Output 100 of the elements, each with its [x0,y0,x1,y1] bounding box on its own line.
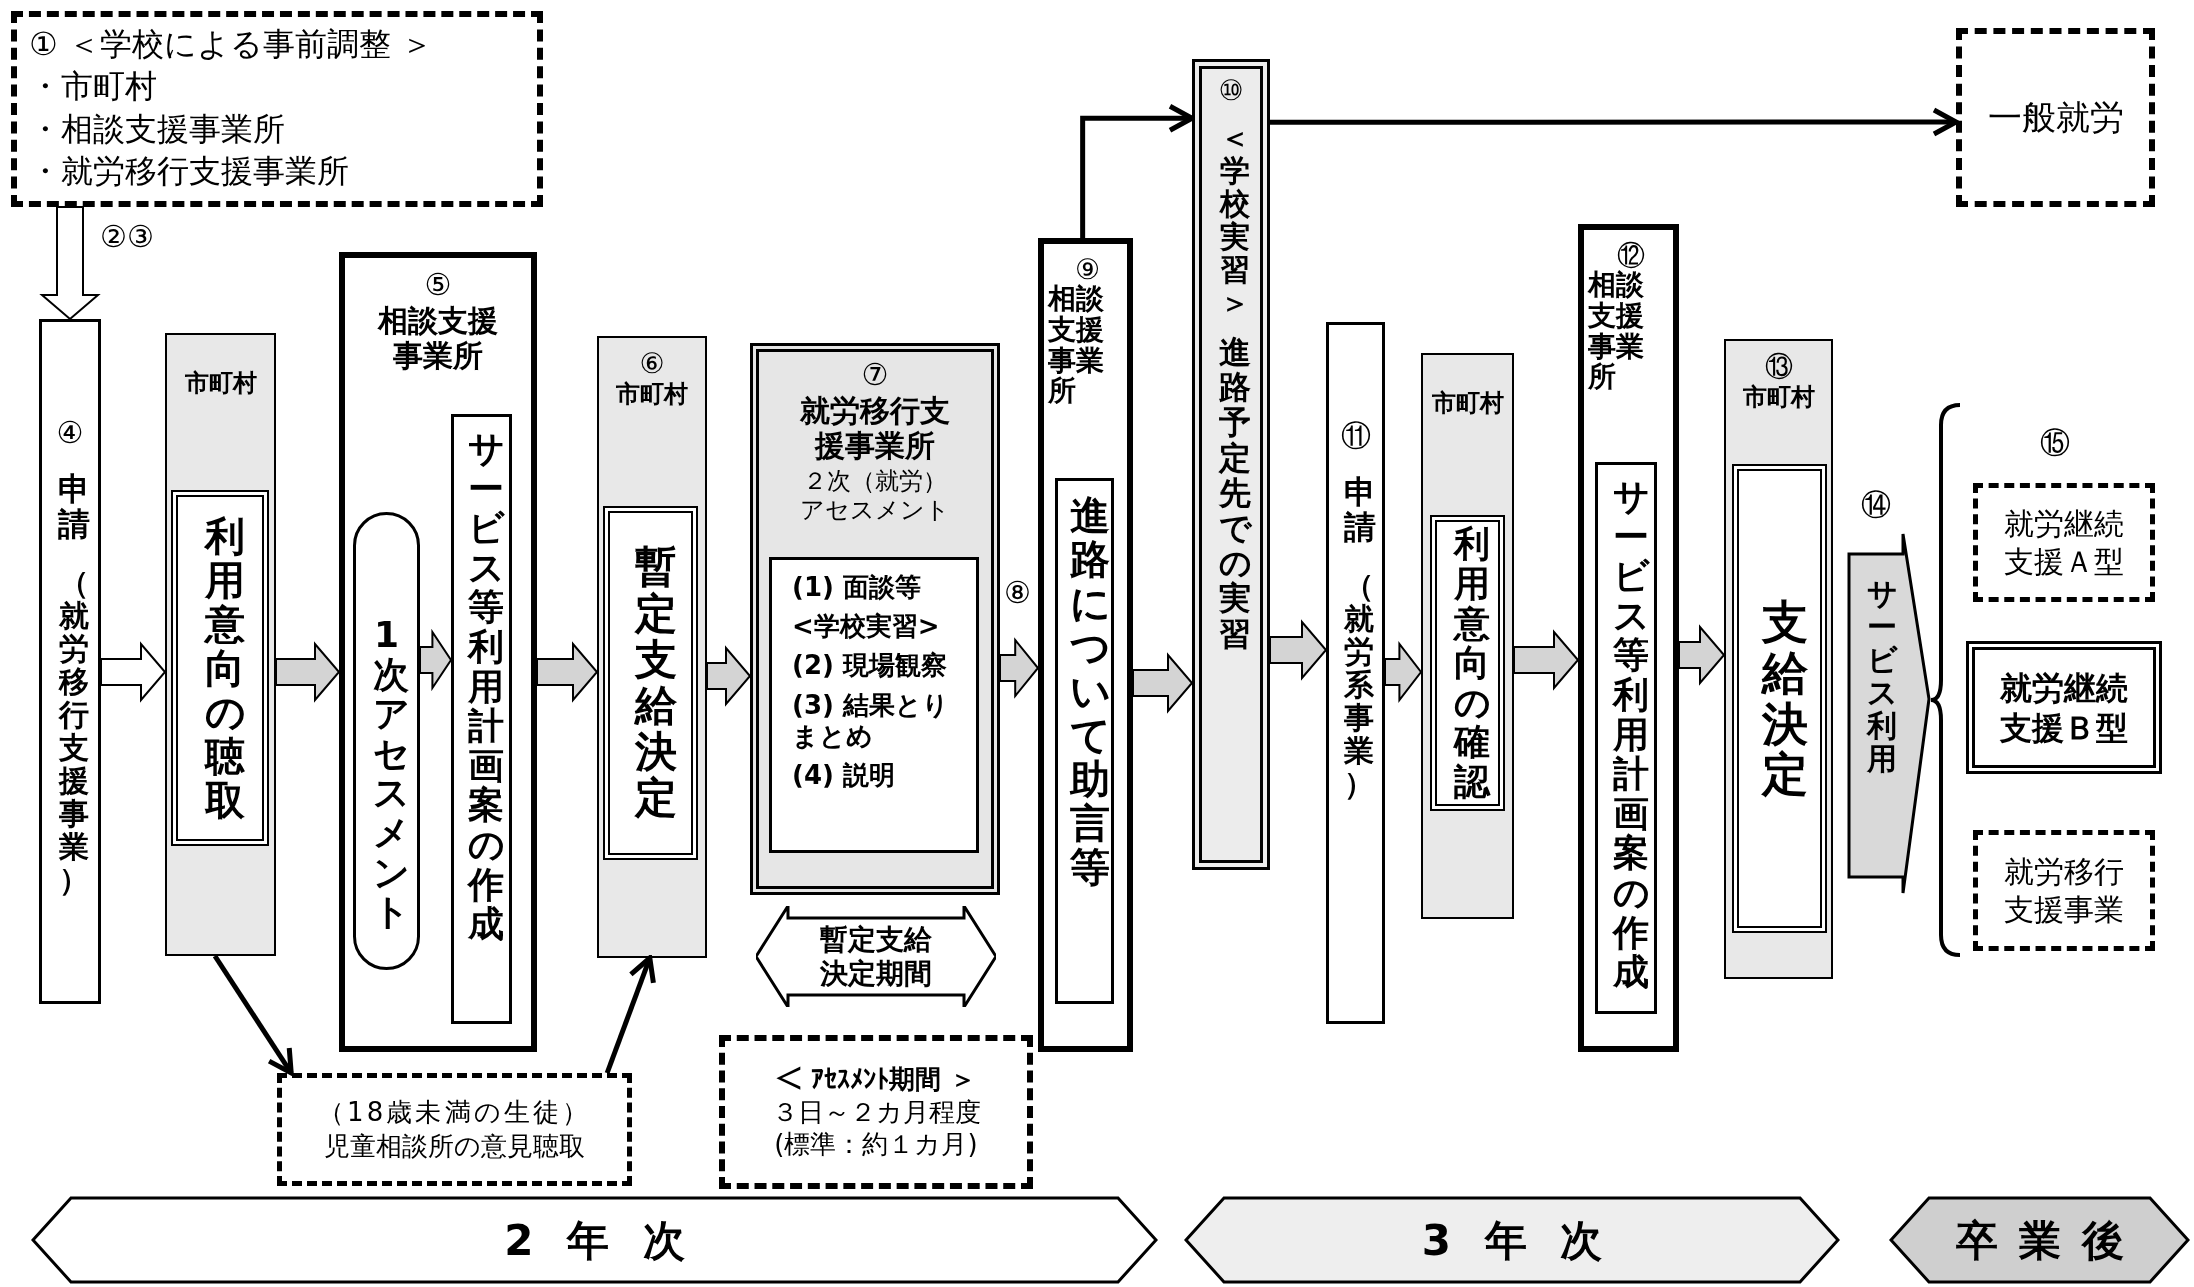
node-label: 相談支援事業所 [376,304,499,373]
vertical-label: 利用意向の確認 [1452,524,1490,802]
node-label: 一般就労 [1987,96,2124,139]
dashed-box [1956,28,2155,207]
list-item: (3) 結果とりまとめ [792,689,950,752]
vertical-label: 1次アセスメント [372,615,409,932]
inner-box [171,490,269,846]
step-number: ⑨ [1074,256,1101,284]
node-label: 市町村 [1431,391,1504,415]
vertical-label: 申請 [57,472,90,543]
vertical-label: サービス利用 [1865,577,1897,775]
step-number: ⑫ [1616,242,1645,270]
arrow [1270,107,1959,137]
dashed-box [719,1035,1033,1189]
vertical-label: 進路について助言等 [1068,493,1110,889]
process-column [1724,339,1833,979]
inner-box [1430,515,1505,811]
year-band [31,1196,1158,1284]
node-label: ２次（就労）アセスメント [800,467,950,525]
vertical-label: ＜学校実習＞ [1218,121,1250,319]
node-label: (標準：約１カ月) [774,1128,978,1161]
vertical-label: 申請 [1342,475,1376,546]
node-label: 暫定支給決定期間 [819,922,933,991]
block-arrow [100,641,167,703]
step-number: ⑪ [1340,421,1371,451]
year-band [1889,1196,2190,1284]
inner-box [769,557,979,853]
node-label: 就労継続支援Ｂ型 [1999,667,2129,748]
block-arrow [1132,652,1194,714]
arrow [1080,103,1195,238]
inner-box [1732,464,1827,933]
node-label: 市町村 [616,382,688,406]
process-column [1578,224,1679,1052]
process-column [1421,353,1514,919]
node-label: 市町村 [184,371,257,395]
arrow [604,955,656,1074]
list-item: (4) 説明 [792,759,896,792]
vertical-label: （就労移行支援事業） [57,566,89,897]
node-label: 就労移行支援事業所 [799,394,951,463]
arrow [212,954,294,1076]
band-label: 卒業後 [1954,1214,2145,1267]
node-label: ＜ ｱｾｽﾒﾝﾄ期間 ＞ [775,1063,977,1096]
node-label: ・市町村 [29,67,158,106]
block-arrow [1678,624,1726,686]
vertical-label: （就労系事業） [1343,569,1375,801]
node-label: 就労継続支援Ａ型 [2003,505,2125,580]
process-box [339,252,537,1052]
process-column [1326,322,1385,1024]
vertical-label: 支給決定 [1760,597,1809,800]
node-label: 児童相談所の意見聴取 [324,1129,585,1163]
step-number: ⑦ [861,360,889,390]
inner-box [1595,462,1657,1014]
node-label: 市町村 [1742,385,1815,409]
step-number: ⑥ [639,350,665,378]
list-item: <学校実習> [792,611,941,643]
vertical-label: 進路予定先での実習 [1217,335,1251,652]
arrow-shape [1847,532,1931,895]
process-column [165,333,276,956]
vertical-label: サービス等利用計画案の作成 [466,429,504,944]
process-box [750,343,1000,895]
node-label: （18歳未満の生徒） [317,1095,592,1129]
node-label: 相談支援事業所 [1588,270,1645,394]
block-arrow [275,641,341,703]
block-arrow [419,628,453,692]
inner-box [451,414,512,1024]
dashed-box [11,11,543,207]
list-item: (2) 現場観察 [792,650,948,682]
process-column [1192,59,1270,870]
node-label: 就労移行支援事業 [2003,853,2125,928]
block-arrow [39,206,101,321]
node-label: ・相談支援事業所 [29,109,286,149]
dashed-box [277,1073,632,1186]
dashed-box [1973,483,2155,602]
dashed-box [1973,830,2155,951]
vertical-label: 暫定支給決定 [633,544,677,822]
step-number: ⑬ [1764,353,1793,381]
step-number: ⑤ [424,270,452,300]
list-item: (1) 面談等 [792,572,922,604]
inner-box [603,506,698,860]
inner-box [1055,478,1114,1004]
block-arrow [536,641,599,703]
node-label: ３日～２カ月程度 [771,1095,981,1129]
block-arrow [1513,629,1580,691]
year-band [1184,1196,1840,1284]
vertical-label: 利用意向の聴取 [203,514,245,822]
step-number: ⑩ [1218,77,1244,105]
process-column [39,319,101,1004]
step-number: ⑭ [1861,490,1891,520]
band-label: 3年次 [1420,1214,1636,1267]
band-label: 2年次 [503,1214,719,1267]
block-arrow [706,645,752,707]
process-column [597,336,707,958]
vertical-label: サービス等利用計画案の作成 [1611,477,1649,992]
double-arrow-shape [756,906,996,1007]
box-heading: ① ＜学校による事前調整 ＞ [29,25,435,64]
process-column [1038,238,1133,1052]
node-label: ・就労移行支援事業所 [29,152,350,191]
block-arrow [1384,641,1423,703]
block-arrow [999,637,1040,699]
service-box [1966,641,2162,774]
